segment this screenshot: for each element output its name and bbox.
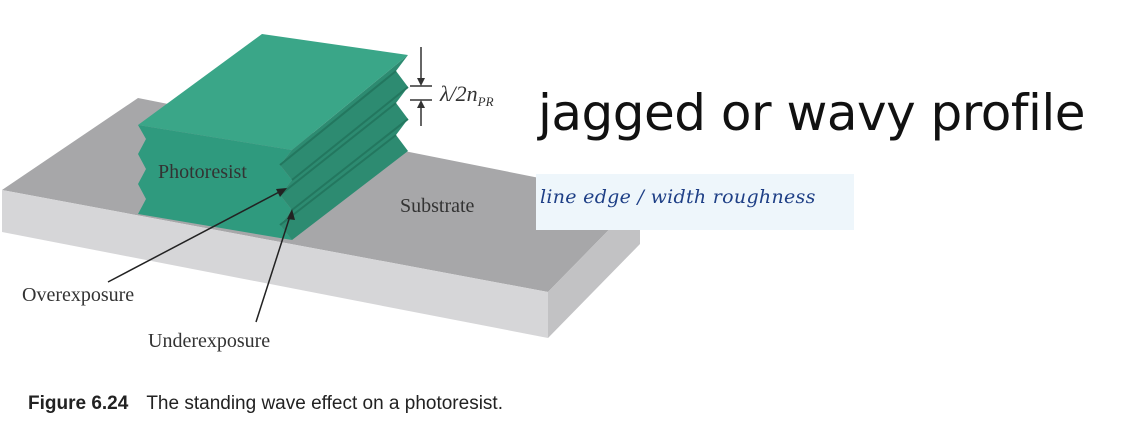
overexposure-arrowhead <box>276 188 287 197</box>
ridge-line <box>279 70 397 166</box>
overexposure-leader <box>107 189 284 283</box>
underexposure-arrowhead <box>287 209 295 220</box>
figure-number: Figure 6.24 <box>28 393 129 414</box>
figure-caption-text: The standing wave effect on a photoresis… <box>146 393 503 414</box>
leader-lines <box>107 189 292 323</box>
substrate-side-face <box>548 198 640 338</box>
photoresist-label: Photoresist <box>158 161 247 183</box>
ridge-line <box>291 118 409 211</box>
handwritten-note: line edge / width roughness <box>540 186 816 208</box>
photoresist-front-face <box>138 125 292 240</box>
substrate-label: Substrate <box>400 195 475 217</box>
ridge-line <box>279 134 397 226</box>
standing-wave-ridges <box>279 70 409 226</box>
arrowhead-lower <box>417 100 425 108</box>
overexposure-label: Overexposure <box>22 284 134 306</box>
wavelength-label: λ/2nPR <box>439 81 494 109</box>
handwritten-note-box: line edge / width roughness <box>536 174 854 230</box>
ridge-line <box>279 102 397 196</box>
photoresist-top-face <box>138 34 408 150</box>
underexposure-leader <box>255 212 292 323</box>
figure-caption: Figure 6.24 The standing wave effect on a… <box>28 393 503 415</box>
underexposure-label: Underexposure <box>148 330 270 352</box>
headline-annotation: jagged or wavy profile <box>538 84 1085 142</box>
arrowhead-upper <box>417 78 425 86</box>
wavelength-dimension-marker <box>410 47 432 126</box>
ridge-line <box>291 86 409 181</box>
